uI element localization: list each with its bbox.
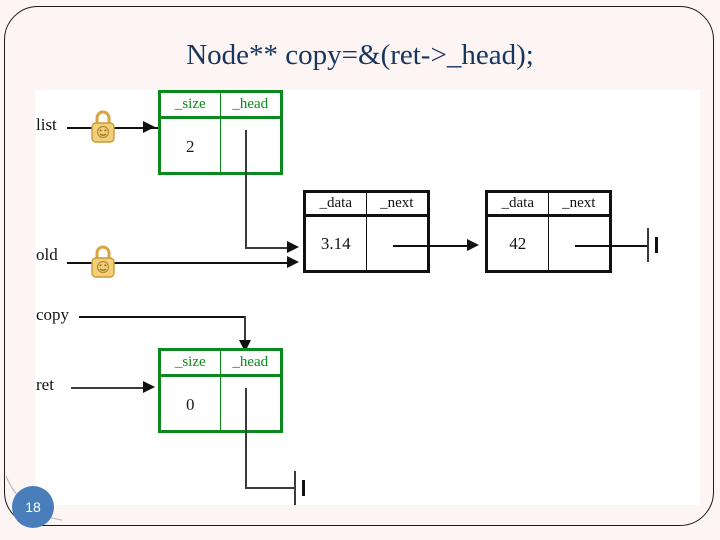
node-one-body-row: 3.14 (306, 217, 427, 270)
list-head-pointer-vertical (245, 130, 247, 248)
diagram-canvas: list _size _head 2 (35, 90, 700, 505)
list-struct-header-row: _size _head (161, 93, 280, 119)
ret-pointer-line (71, 387, 149, 389)
node-two-next-line (575, 245, 647, 247)
node-one-header-next: _next (380, 195, 414, 211)
node-one-box: _data _next 3.14 (303, 190, 430, 273)
node-one-data-value: 3.14 (306, 217, 367, 270)
padlock-icon (88, 242, 118, 289)
node-two-header-next: _next (562, 195, 596, 211)
ret-struct-header-head: _head (232, 354, 269, 370)
old-arrowhead (287, 256, 299, 268)
node-one-next-line (393, 245, 475, 247)
ret-struct-head-value (221, 377, 281, 433)
list-struct-box: _size _head 2 (158, 90, 283, 175)
label-ret: ret (36, 375, 54, 394)
ret-struct-header-row: _size _head (161, 351, 280, 377)
ret-struct-box: _size _head 0 (158, 348, 283, 433)
node-two-header-data: _data (488, 193, 549, 214)
label-copy: copy (36, 305, 70, 324)
label-list: list (36, 115, 57, 134)
page-number-badge: 18 (12, 486, 54, 528)
ret-head-pointer-horizontal (245, 487, 295, 489)
slide-title: Node** copy=&(ret->_head); (186, 39, 534, 71)
list-struct-body-row: 2 (161, 119, 280, 175)
padlock-icon (88, 107, 118, 154)
list-struct-head-value (221, 119, 281, 175)
node-two-next-value (549, 217, 610, 270)
list-struct-header-head: _head (232, 96, 269, 112)
node-two-data-value: 42 (488, 217, 549, 270)
list-head-arrowhead (287, 241, 299, 253)
label-old: old (36, 245, 58, 264)
ret-arrowhead (143, 381, 155, 393)
ret-head-pointer-vertical (245, 388, 247, 488)
ret-struct-header-size: _size (161, 351, 221, 374)
node-one-next-value (367, 217, 428, 270)
node-two-box: _data _next 42 (485, 190, 612, 273)
copy-pointer-vertical (244, 316, 246, 344)
list-arrowhead (143, 121, 155, 133)
node-two-header-row: _data _next (488, 193, 609, 217)
ground-bar-small (302, 480, 305, 496)
node-one-header-data: _data (306, 193, 367, 214)
node-one-header-row: _data _next (306, 193, 427, 217)
old-pointer-line (67, 262, 289, 264)
ground-bar-large (647, 228, 650, 262)
node-one-next-arrowhead (467, 239, 479, 251)
list-pointer-line (67, 127, 167, 129)
ground-bar-small (655, 237, 658, 253)
ret-struct-size-value: 0 (161, 377, 221, 433)
copy-pointer-horizontal (79, 316, 246, 318)
node-two-body-row: 42 (488, 217, 609, 270)
list-head-pointer-horizontal (245, 247, 295, 249)
list-struct-size-value: 2 (161, 119, 221, 175)
ret-struct-body-row: 0 (161, 377, 280, 433)
list-struct-header-size: _size (161, 93, 221, 116)
ground-bar-large (294, 471, 297, 505)
